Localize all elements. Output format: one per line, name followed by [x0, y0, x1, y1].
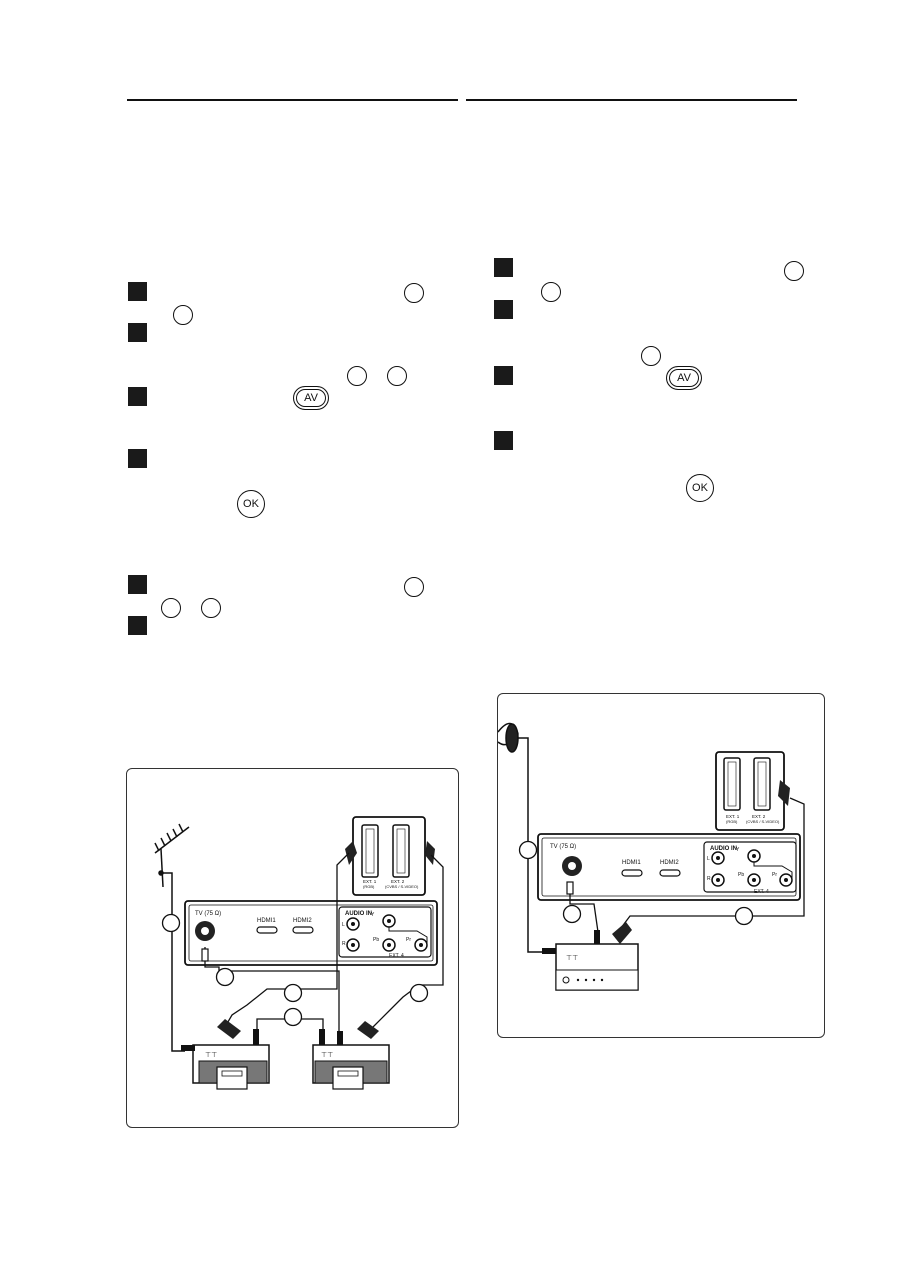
tv-connection-panel [537, 833, 801, 901]
ok-button-label: OK [243, 498, 259, 510]
cable-number-circle-icon [518, 840, 538, 860]
audio-in-label: AUDIO IN [345, 911, 372, 917]
ext4-label: EXT. 4 [389, 953, 404, 959]
cable-number-circle-icon [215, 967, 235, 987]
hdmi2-label: HDMI2 [660, 860, 679, 866]
step-marker [128, 387, 147, 406]
ext1-label: EXT. 1 [363, 879, 377, 884]
hdmi1-label: HDMI1 [622, 860, 641, 866]
button-symbol-circle [784, 261, 804, 281]
button-symbol-circle [161, 598, 181, 618]
y-label: Y [371, 912, 375, 918]
ext2-scart-socket-icon [753, 757, 771, 811]
ext2-label: EXT. 2 [752, 814, 766, 819]
ext4-label: EXT. 4 [754, 889, 769, 895]
hdmi2-label: HDMI2 [293, 918, 312, 924]
header-rule-left [127, 99, 458, 101]
pb-label: Pb [373, 937, 379, 943]
av-button-icon: AV [666, 366, 702, 390]
step-marker [128, 449, 147, 468]
tv-rf-label: TV (75 Ω) [195, 911, 221, 917]
vcr-1-icon: ⊤⊤ [181, 1019, 270, 1090]
ext2-sub-label: (CVBS / S-VIDEO) [746, 819, 780, 824]
step-marker [494, 300, 513, 319]
step-marker [494, 258, 513, 277]
ext1-scart-socket-icon [723, 757, 741, 811]
y-label: Y [736, 847, 740, 853]
antenna-icon [154, 823, 190, 1052]
ok-button-label: OK [692, 482, 708, 494]
ext2-label: EXT. 2 [391, 879, 405, 884]
av-button-label: AV [304, 392, 318, 404]
cable-number-circle-icon [734, 906, 754, 926]
button-symbol-circle [404, 577, 424, 597]
hdmi1-label: HDMI1 [257, 918, 276, 924]
audio-in-label: AUDIO IN [710, 846, 737, 852]
ok-button-icon: OK [686, 474, 714, 502]
step-marker [494, 366, 513, 385]
button-symbol-circle [201, 598, 221, 618]
ext2-sub-label: (CVBS / S-VIDEO) [385, 884, 419, 889]
pr-label: Pr [406, 937, 411, 943]
step-marker [494, 431, 513, 450]
cable-number-circle-icon [283, 1007, 303, 1027]
ext2-scart-socket-icon [392, 824, 410, 878]
svg-text:⊤⊤: ⊤⊤ [566, 955, 578, 962]
button-symbol-circle [404, 283, 424, 303]
audio-l-label: L [342, 922, 345, 928]
pr-label: Pr [772, 872, 777, 878]
cable-number-circle-icon [409, 983, 429, 1003]
diagram-two-vcr-svg: TV (75 Ω) HDMI1 HDMI2 AUDIO IN L R Y Pb … [154, 816, 444, 1090]
cable-number-circle-icon [562, 904, 582, 924]
satellite-dish-icon [498, 722, 542, 953]
cable-number-circle-icon [283, 983, 303, 1003]
ext1-sub-label: (RGB) [726, 819, 738, 824]
audio-r-label: R [342, 941, 346, 947]
step-marker [128, 282, 147, 301]
pb-label: Pb [738, 872, 744, 878]
vcr-2-icon: ⊤⊤ [312, 1021, 390, 1090]
diagram-two-vcr-connection: TV (75 Ω) HDMI1 HDMI2 AUDIO IN L R Y Pb … [126, 768, 459, 1128]
step-marker [128, 575, 147, 594]
hdmi1-port-icon [621, 869, 643, 877]
audio-r-label: R [707, 876, 711, 882]
av-button-icon: AV [293, 386, 329, 410]
ext1-scart-socket-icon [361, 824, 379, 878]
svg-text:⊤⊤: ⊤⊤ [205, 1052, 217, 1059]
step-marker [128, 616, 147, 635]
hdmi2-port-icon [292, 926, 314, 934]
step-marker [128, 323, 147, 342]
button-symbol-circle [347, 366, 367, 386]
hdmi1-port-icon [256, 926, 278, 934]
cable-number-circle-icon [161, 913, 181, 933]
audio-l-label: L [707, 856, 710, 862]
hdmi2-port-icon [659, 869, 681, 877]
button-symbol-circle [541, 282, 561, 302]
button-symbol-circle [387, 366, 407, 386]
diagram-satellite-svg: EXT. 1 (RGB) EXT. 2 (CVBS / S-VIDEO) TV … [498, 722, 805, 991]
satellite-receiver-icon: ⊤⊤ [542, 922, 639, 991]
av-button-label: AV [677, 372, 691, 384]
button-symbol-circle [641, 346, 661, 366]
diagram-satellite-receiver-connection: EXT. 1 (RGB) EXT. 2 (CVBS / S-VIDEO) TV … [497, 693, 825, 1038]
header-rule-right [466, 99, 797, 101]
tv-rf-label: TV (75 Ω) [550, 844, 576, 850]
button-symbol-circle [173, 305, 193, 325]
ext1-label: EXT. 1 [726, 814, 740, 819]
ext1-sub-label: (RGB) [363, 884, 375, 889]
svg-text:⊤⊤: ⊤⊤ [321, 1052, 333, 1059]
ok-button-icon: OK [237, 490, 265, 518]
